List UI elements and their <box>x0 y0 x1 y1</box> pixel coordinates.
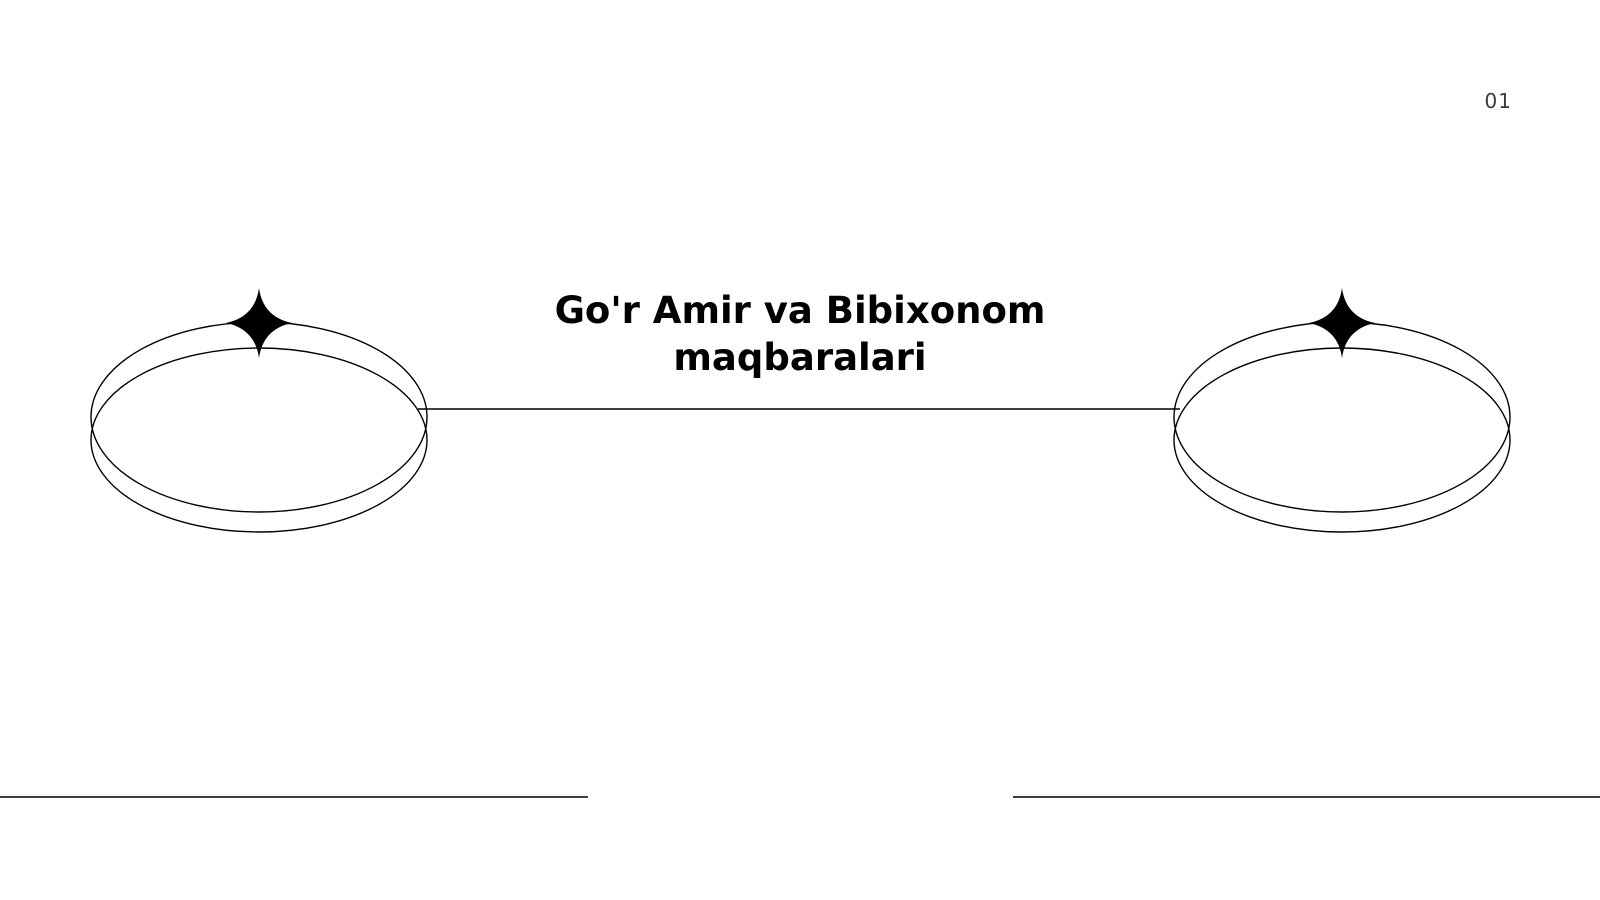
left-sparkle-star-icon <box>226 288 292 358</box>
left-ring-inner <box>90 347 428 533</box>
slide-title: Go'r Amir va Bibixonom maqbaralari <box>500 287 1100 381</box>
right-ring-inner <box>1173 347 1511 533</box>
title-line-2: maqbaralari <box>673 336 927 379</box>
title-line-1: Go'r Amir va Bibixonom <box>554 289 1046 332</box>
right-sparkle-star-icon <box>1309 288 1375 358</box>
page-number: 01 <box>1484 89 1512 113</box>
